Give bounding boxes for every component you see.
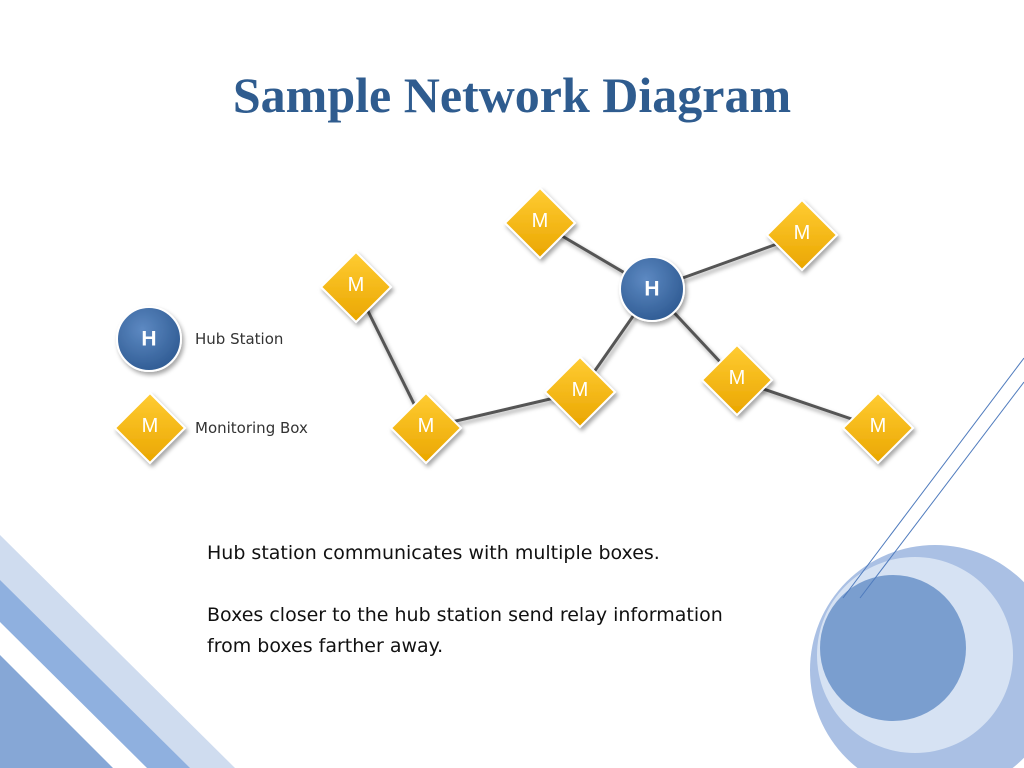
- hub-node-circle: [619, 256, 685, 322]
- box-node-diamond: [841, 391, 915, 465]
- box-node-label: M: [572, 379, 589, 401]
- box-node-m-left-upper: M: [319, 250, 393, 324]
- legend-hub-symbol: [116, 306, 182, 372]
- decor-band-dark: [0, 655, 113, 768]
- box-node-m-top-right: M: [765, 198, 839, 272]
- body-line-1: Hub station communicates with multiple b…: [207, 542, 660, 564]
- box-node-m-top: M: [503, 186, 577, 260]
- box-node-m-center: M: [543, 355, 617, 429]
- hub-node-label: H: [644, 278, 659, 301]
- body-spacer: [207, 569, 807, 600]
- box-node-diamond: [765, 198, 839, 272]
- legend-hub-label: Hub Station: [195, 330, 283, 348]
- body-line-2: Boxes closer to the hub station send rel…: [207, 604, 723, 626]
- box-node-label: M: [532, 210, 549, 232]
- box-node-label: M: [418, 415, 435, 437]
- legend-box-symbol: [113, 391, 187, 465]
- body-text: Hub station communicates with multiple b…: [207, 538, 807, 662]
- body-line-3: from boxes farther away.: [207, 635, 444, 657]
- legend-box-label: Monitoring Box: [195, 419, 308, 437]
- box-node-m-bottom-left: M: [389, 391, 463, 465]
- slide-title: Sample Network Diagram: [232, 67, 792, 123]
- box-node-label: M: [729, 367, 746, 389]
- box-node-diamond: [700, 343, 774, 417]
- box-node-diamond: [319, 250, 393, 324]
- legend: H Hub Station M Monitoring Box: [113, 306, 308, 465]
- box-node-label: M: [870, 415, 887, 437]
- decor-line-1: [842, 357, 1024, 599]
- legend-box: M Monitoring Box: [113, 391, 308, 465]
- decor-circle-inner: [820, 575, 966, 721]
- box-node-label: M: [794, 222, 811, 244]
- legend-hub: H Hub Station: [116, 306, 283, 372]
- box-node-diamond: [503, 186, 577, 260]
- box-node-m-right-middle: M: [700, 343, 774, 417]
- legend-hub-symbol-label: H: [141, 328, 156, 351]
- legend-box-symbol-label: M: [142, 415, 159, 437]
- box-node-diamond: [389, 391, 463, 465]
- box-node-diamond: [543, 355, 617, 429]
- decor-line-2: [859, 381, 1024, 599]
- box-node-m-bottom-right: M: [841, 391, 915, 465]
- box-node-label: M: [348, 274, 365, 296]
- hub-node: H: [619, 256, 685, 322]
